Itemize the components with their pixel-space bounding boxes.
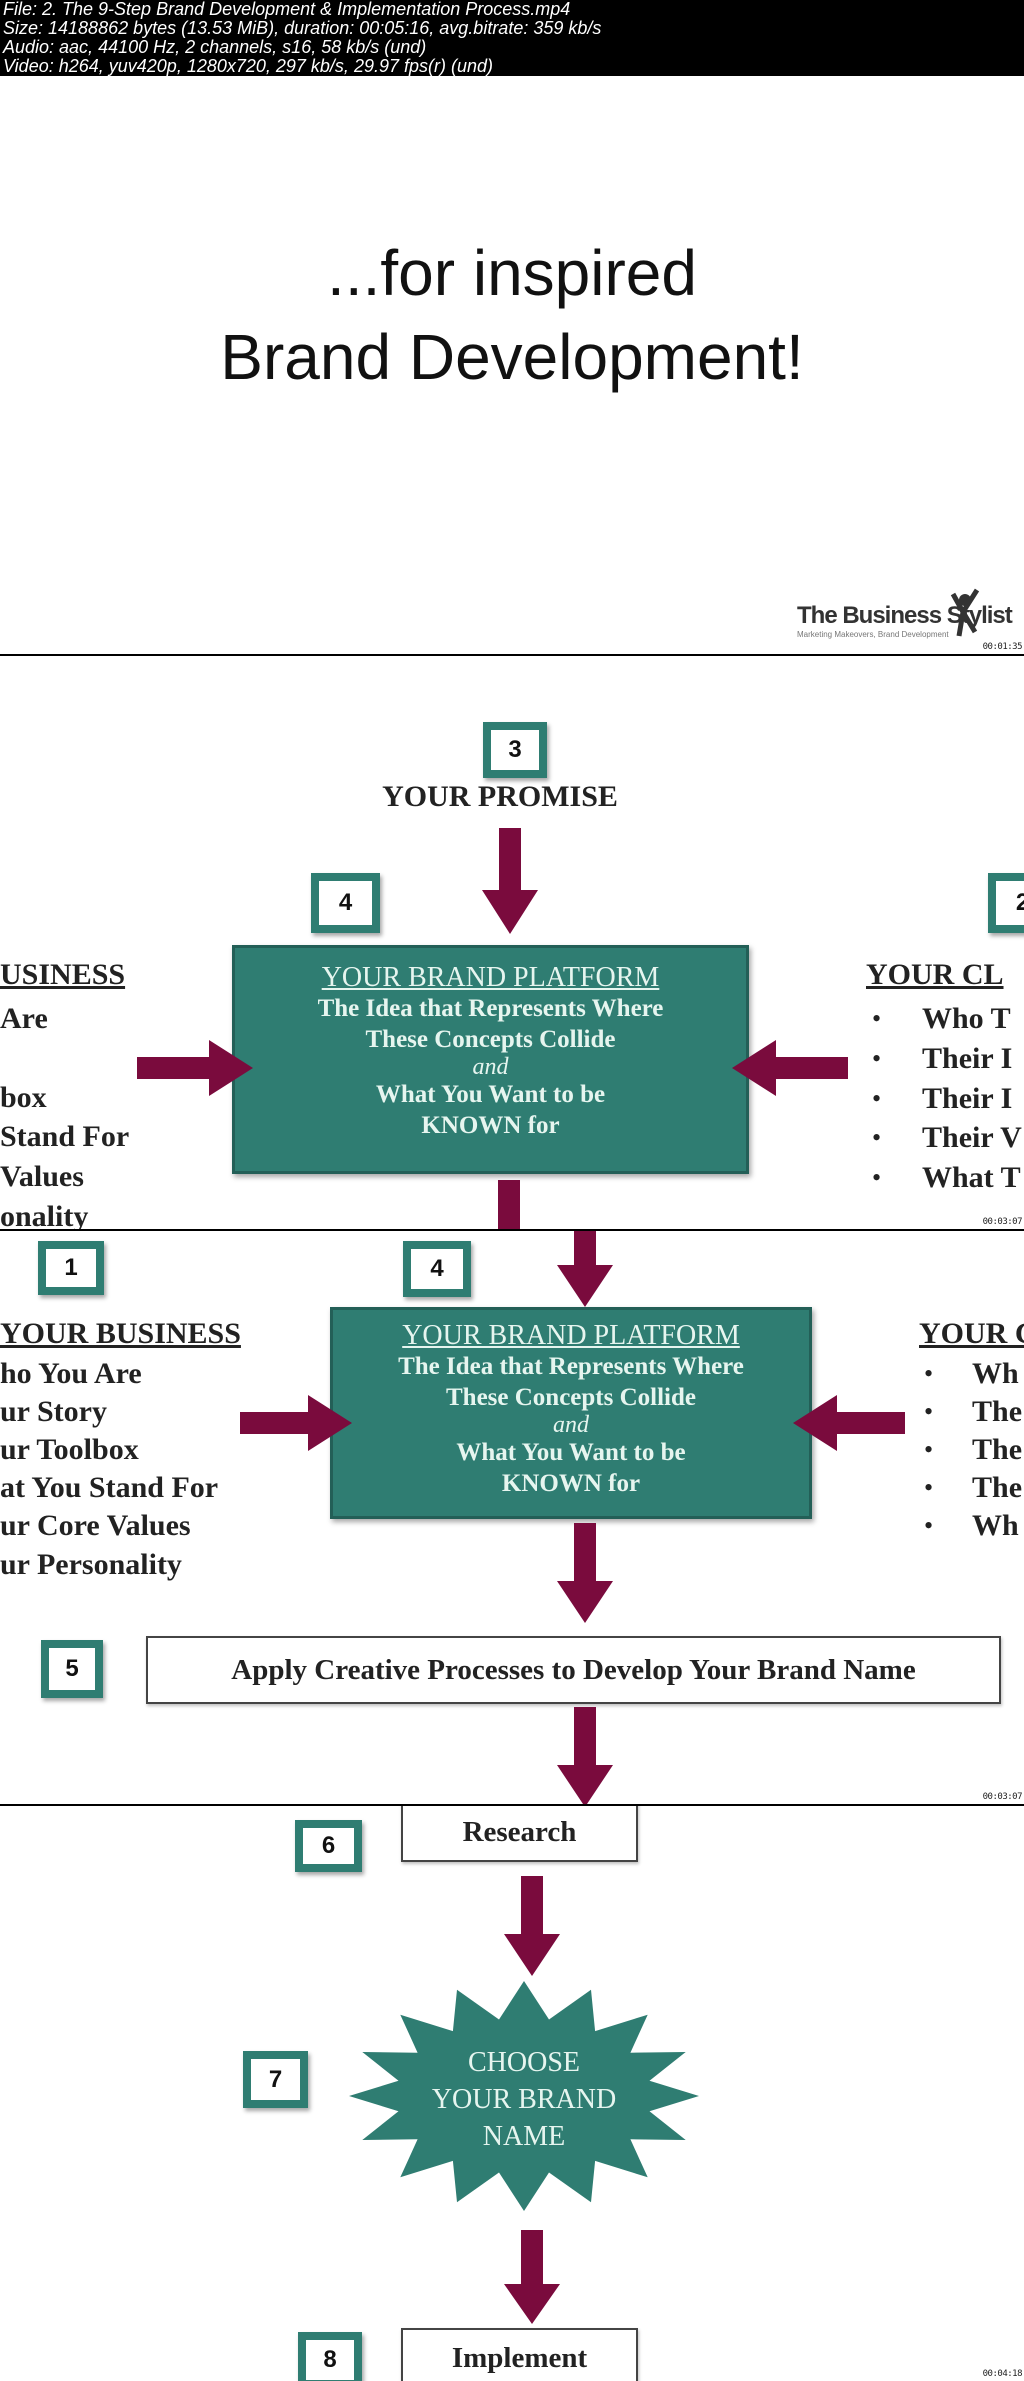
your-promise-label: YOUR PROMISE <box>382 780 618 813</box>
platform-line1: The Idea that Represents Where <box>317 995 664 1022</box>
bullet: • <box>872 1084 882 1113</box>
timestamp: 00:01:35 <box>982 642 1023 652</box>
arrow-down-icon <box>557 1523 613 1623</box>
arrow-down-icon <box>504 2230 560 2324</box>
clients-item: Their V <box>922 1121 1022 1154</box>
business-item: ur Story <box>0 1395 107 1428</box>
platform-and: and <box>553 1412 589 1438</box>
file-size: Size: 14188862 bytes (13.53 MiB), durati… <box>3 18 602 38</box>
logo-name: The Business Stylist <box>797 602 1013 629</box>
bullet: • <box>872 1044 882 1073</box>
step-1-badge: 1 <box>38 1241 104 1295</box>
choose-line3: NAME <box>482 2121 566 2152</box>
research-box: Research <box>401 1806 638 1862</box>
step-2-badge: 2 <box>988 873 1024 933</box>
clients-item: Their I <box>922 1082 1013 1115</box>
your-business-heading: USINESS <box>0 958 126 991</box>
platform-line2: These Concepts Collide <box>365 1026 616 1053</box>
video-frame-4: Research 6 7 CHOOSE YOUR BRAND NAME 8 Im… <box>0 1806 1024 2381</box>
platform-line4: KNOWN for <box>501 1470 641 1497</box>
your-clients-heading: YOUR CL <box>866 958 1004 991</box>
platform-line4: KNOWN for <box>421 1112 560 1139</box>
implement-box: Implement <box>401 2328 638 2381</box>
bullet: • <box>924 1359 934 1388</box>
video-frame-1: ...for inspired Brand Development! The B… <box>0 76 1024 656</box>
business-item: onality <box>0 1200 89 1231</box>
business-item: ur Core Values <box>0 1509 191 1542</box>
arrow-down-icon <box>557 1231 613 1307</box>
video-frame-3: 1 4 YOUR BRAND PLATFORM The Idea that Re… <box>0 1231 1024 1806</box>
bullet: • <box>924 1435 934 1464</box>
arrow-right-icon <box>137 1040 253 1096</box>
business-item: ur Toolbox <box>0 1433 139 1466</box>
video-frame-2: 3 YOUR PROMISE 4 2 YOUR BRAND PLATFORM T… <box>0 656 1024 1231</box>
timestamp: 00:03:07 <box>982 1217 1023 1227</box>
business-stylist-logo: The Business Stylist Marketing Makeovers… <box>797 602 1013 639</box>
business-item: box <box>0 1081 47 1114</box>
arrow-down-icon <box>482 828 538 934</box>
choose-line1: CHOOSE <box>467 2047 580 2078</box>
arrow-right-icon <box>240 1395 352 1451</box>
business-item: Values <box>0 1160 84 1193</box>
platform-title: YOUR BRAND PLATFORM <box>321 962 660 993</box>
business-item: ho You Are <box>0 1357 142 1390</box>
bullet: • <box>872 1004 882 1033</box>
clients-item: Who T <box>922 1002 1011 1035</box>
platform-and: and <box>472 1054 509 1080</box>
slide-title-line2: Brand Development! <box>220 321 804 393</box>
clients-item: The <box>972 1395 1023 1428</box>
clients-item: Their I <box>922 1042 1013 1075</box>
business-item: ur Personality <box>0 1548 182 1581</box>
video-info: Video: h264, yuv420p, 1280x720, 297 kb/s… <box>3 56 493 76</box>
choose-line2: YOUR BRAND <box>431 2084 617 2115</box>
apply-creative-processes-box: Apply Creative Processes to Develop Your… <box>146 1636 1001 1704</box>
brand-platform-box: YOUR BRAND PLATFORM The Idea that Repres… <box>330 1307 812 1519</box>
file-name: File: 2. The 9-Step Brand Development & … <box>3 0 571 19</box>
bullet: • <box>924 1397 934 1426</box>
business-item: Stand For <box>0 1120 130 1153</box>
step-7-badge: 7 <box>243 2051 308 2108</box>
bullet: • <box>924 1511 934 1540</box>
platform-line1: The Idea that Represents Where <box>398 1353 744 1380</box>
bullet: • <box>872 1123 882 1152</box>
your-clients-heading: YOUR C <box>919 1317 1024 1350</box>
logo-tagline: Marketing Makeovers, Brand Development <box>797 630 949 639</box>
clients-item: The <box>972 1471 1023 1504</box>
slide-title-line1: ...for inspired <box>327 237 697 309</box>
arrow-down-icon <box>504 1876 560 1976</box>
dancing-figure-icon <box>950 588 980 637</box>
bullet: • <box>872 1163 882 1192</box>
step-4-badge: 4 <box>311 873 380 933</box>
timestamp: 00:03:07 <box>982 1792 1023 1802</box>
brand-platform-box: YOUR BRAND PLATFORM The Idea that Repres… <box>232 945 749 1174</box>
business-item: Are <box>0 1002 48 1035</box>
arrow-down-icon <box>557 1707 613 1804</box>
platform-line3: What You Want to be <box>456 1439 686 1466</box>
bullet: • <box>924 1473 934 1502</box>
file-info-header: File: 2. The 9-Step Brand Development & … <box>0 0 1024 76</box>
clients-item: What T <box>922 1161 1021 1194</box>
platform-title: YOUR BRAND PLATFORM <box>402 1320 740 1351</box>
clients-item: Wh <box>972 1357 1019 1390</box>
starburst-shape <box>349 1981 699 2211</box>
clients-item: Wh <box>972 1509 1019 1542</box>
step-8-badge: 8 <box>298 2332 362 2381</box>
business-item: at You Stand For <box>0 1471 219 1504</box>
step-3-badge: 3 <box>483 722 547 778</box>
arrow-left-icon <box>732 1040 848 1096</box>
audio-info: Audio: aac, 44100 Hz, 2 channels, s16, 5… <box>3 37 427 57</box>
step-5-badge: 5 <box>41 1640 103 1698</box>
step-6-badge: 6 <box>295 1820 362 1872</box>
platform-line2: These Concepts Collide <box>446 1384 696 1411</box>
clients-item: The <box>972 1433 1023 1466</box>
choose-brand-name-label: CHOOSE YOUR BRAND NAME <box>349 2044 699 2155</box>
arrow-stem-icon <box>498 1180 520 1229</box>
timestamp: 00:04:18 <box>982 2369 1023 2379</box>
platform-line3: What You Want to be <box>375 1081 606 1108</box>
arrow-left-icon <box>793 1395 905 1451</box>
your-business-heading: YOUR BUSINESS <box>0 1317 241 1350</box>
step-4-badge: 4 <box>403 1241 471 1297</box>
